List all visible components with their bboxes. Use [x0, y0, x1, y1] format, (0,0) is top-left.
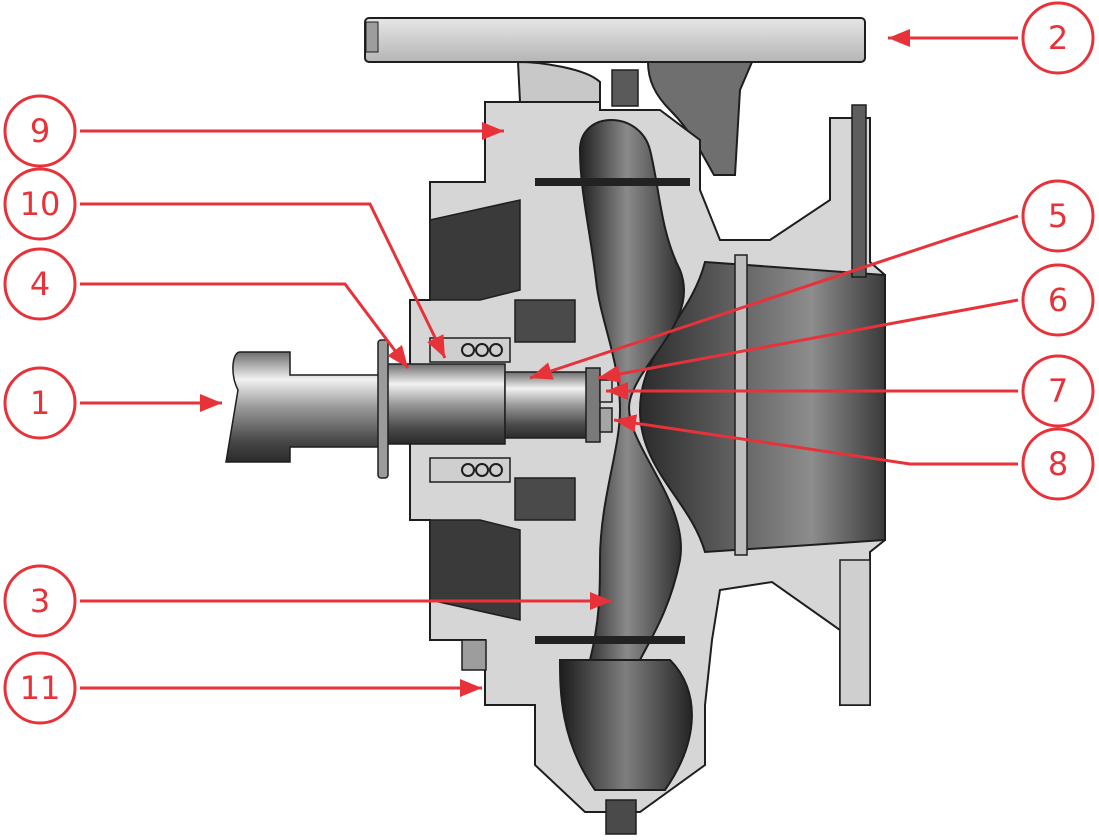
- callout-number: 2: [1048, 19, 1068, 57]
- shaft-assembly: [225, 339, 613, 479]
- top-flange-neck: [516, 60, 601, 103]
- callout-circle: [1021, 427, 1095, 501]
- seal-spring-coil: [461, 343, 475, 357]
- seal-spring-coil: [489, 343, 503, 357]
- callout-circle: [3, 167, 77, 241]
- suction-flange-foot: [839, 559, 871, 706]
- callout-arrowhead: [460, 679, 482, 697]
- casing-lower-lug: [461, 639, 487, 671]
- callout-number: 5: [1048, 197, 1068, 235]
- top-flange-bolt: [365, 21, 379, 53]
- suction-bore: [638, 260, 886, 554]
- callout-1: 1: [3, 366, 222, 440]
- callout-arrowhead: [530, 362, 554, 380]
- bearing-housing-lower: [429, 519, 521, 621]
- callout-number: 1: [30, 384, 50, 422]
- shaft-deflector: [377, 339, 389, 479]
- casing-band-upper: [535, 178, 690, 186]
- callout-leader-line: [613, 418, 1018, 466]
- bearing-block-upper: [514, 299, 576, 343]
- top-drain-plug: [611, 69, 639, 107]
- shaft-sleeve: [384, 363, 506, 445]
- callout-11: 11: [3, 651, 482, 725]
- callout-9: 9: [3, 94, 504, 168]
- callout-circle: [3, 94, 77, 168]
- impeller-hub: [504, 371, 588, 439]
- callout-8: 8: [613, 414, 1095, 501]
- callout-number: 6: [1048, 281, 1068, 319]
- callout-arrowhead: [606, 382, 628, 400]
- callout-5: 5: [529, 179, 1095, 380]
- callout-circle: [1021, 1, 1095, 75]
- callout-number: 8: [1048, 445, 1068, 483]
- seal-spring-coil: [489, 463, 503, 477]
- seal-spring-coil: [461, 463, 475, 477]
- top-flange-rib: [646, 61, 754, 176]
- callout-3: 3: [3, 564, 612, 638]
- callout-6: 6: [597, 263, 1095, 383]
- bearing-housing-upper: [429, 199, 521, 301]
- callout-circle: [3, 247, 77, 321]
- seal-spring-coil: [475, 463, 489, 477]
- top-flange: [364, 17, 866, 63]
- callout-circle: [1021, 179, 1095, 253]
- callout-circle: [1021, 354, 1095, 428]
- callout-circle: [1021, 263, 1095, 337]
- callout-arrowhead: [482, 122, 504, 140]
- seal-spring-coil: [475, 343, 489, 357]
- callout-4: 4: [3, 247, 410, 369]
- callout-arrowhead: [427, 334, 445, 358]
- callout-number: 3: [30, 582, 50, 620]
- callout-arrowhead: [598, 365, 622, 383]
- callout-arrowhead: [590, 592, 612, 610]
- callout-2: 2: [888, 1, 1095, 75]
- casing-stud: [851, 104, 867, 278]
- callout-number: 10: [20, 185, 61, 223]
- callout-7: 7: [606, 354, 1095, 428]
- callout-circle: [3, 366, 77, 440]
- bearing-block-lower: [514, 477, 576, 521]
- volute-bulb: [558, 659, 693, 791]
- callout-layer: 1 2 3 4 5 6 7 8 9 10 11: [3, 1, 1095, 725]
- callout-arrowhead: [387, 345, 408, 368]
- callout-number: 4: [30, 265, 50, 303]
- impeller-washer: [599, 407, 613, 433]
- callout-number: 7: [1048, 372, 1068, 410]
- callout-number: 9: [30, 112, 50, 150]
- callout-10: 10: [3, 167, 447, 359]
- callout-arrowhead: [888, 29, 910, 47]
- suction-wear-ring: [734, 254, 748, 556]
- callout-circle: [3, 564, 77, 638]
- pump-body: [364, 17, 886, 835]
- callout-leader-line: [80, 282, 410, 369]
- callout-leader-line: [529, 214, 1019, 380]
- mechanical-seal-lower: [429, 457, 511, 483]
- callout-leader-line: [597, 298, 1019, 380]
- shaft: [225, 351, 386, 463]
- callout-circle: [3, 651, 77, 725]
- callout-leader-line: [80, 202, 447, 359]
- impeller-nut: [585, 367, 601, 443]
- callout-number: 11: [20, 669, 61, 707]
- casing-band-lower: [535, 636, 685, 644]
- bottom-drain-plug: [605, 799, 637, 835]
- callout-arrowhead: [614, 414, 638, 433]
- callout-arrowhead: [200, 394, 222, 412]
